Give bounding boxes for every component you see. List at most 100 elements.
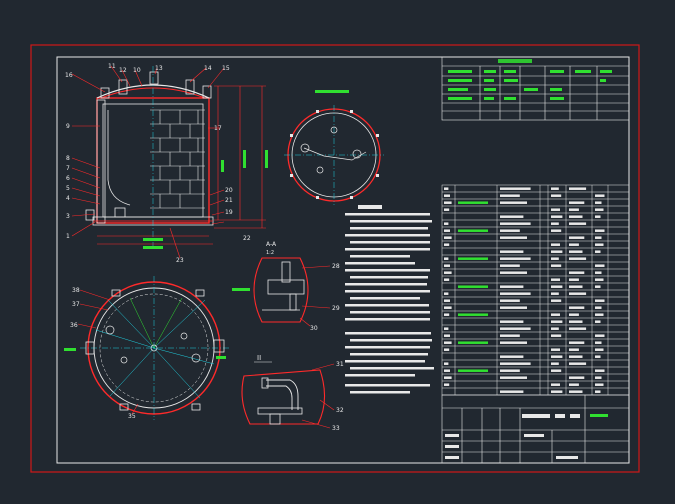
balloon-20: 20 — [225, 187, 233, 194]
parts-cell-text — [444, 264, 450, 267]
parts-cell-text — [595, 390, 601, 393]
parts-cell-text — [500, 355, 524, 358]
balloon-28: 28 — [332, 263, 340, 270]
balloon-9: 9 — [66, 123, 70, 130]
balloon-15: 15 — [222, 65, 230, 72]
balloon-29: 29 — [332, 305, 340, 312]
balloon-7: 7 — [66, 165, 70, 172]
parts-cell-text — [500, 215, 524, 218]
parts-cell-text — [500, 264, 520, 267]
parts-cell-text — [551, 390, 563, 393]
section-label-a: A-A — [266, 241, 277, 248]
parts-cell-text — [444, 236, 452, 239]
parts-cell-text — [500, 369, 520, 372]
parts-cell-text — [551, 229, 562, 232]
parts-cell-text — [595, 355, 601, 358]
parts-cell-text — [458, 257, 488, 260]
parts-cell-text — [595, 194, 605, 197]
parts-cell-text — [500, 250, 524, 253]
parts-cell-text — [458, 369, 488, 372]
balloon-4: 4 — [66, 195, 70, 202]
parts-cell-text — [551, 194, 562, 197]
parts-cell-text — [444, 376, 452, 379]
parts-cell-text — [500, 257, 531, 260]
balloon-17: 17 — [214, 125, 222, 132]
parts-cell-text — [500, 194, 520, 197]
parts-cell-text — [551, 285, 563, 288]
parts-cell-text — [444, 348, 450, 351]
parts-cell-text — [595, 201, 602, 204]
parts-cell-text — [569, 243, 579, 246]
front-view-leaders — [71, 65, 225, 259]
parts-cell-text — [444, 292, 449, 295]
parts-cell-text — [444, 299, 450, 302]
detail-a: A-A 1:2 28 29 30 — [232, 241, 340, 332]
parts-cell-text — [569, 306, 585, 309]
parts-cell-text — [595, 299, 605, 302]
parts-cell-text — [595, 306, 602, 309]
balloon-16: 16 — [65, 72, 73, 79]
parts-cell-text — [444, 327, 449, 330]
parts-cell-text — [551, 257, 559, 260]
parts-cell-text — [551, 334, 562, 337]
parts-cell-text — [551, 222, 559, 225]
parts-cell-text — [569, 201, 585, 204]
balloon-36: 36 — [70, 322, 78, 329]
parts-cell-text — [444, 257, 449, 260]
parts-cell-text — [500, 341, 527, 344]
title-block — [441, 394, 630, 464]
parts-cell-text — [595, 320, 601, 323]
parts-cell-text — [458, 341, 488, 344]
balloon-30: 30 — [310, 325, 318, 332]
parts-cell-text — [500, 285, 524, 288]
balloon-32: 32 — [336, 407, 344, 414]
revision-table — [441, 56, 630, 121]
parts-cell-text — [595, 278, 604, 281]
parts-cell-text — [551, 313, 560, 316]
parts-cell-text — [500, 362, 531, 365]
scale-label: 1:2 — [266, 250, 274, 256]
balloon-5: 5 — [66, 185, 70, 192]
parts-cell-text — [595, 285, 601, 288]
balloon-37: 37 — [72, 301, 80, 308]
parts-cell-text — [569, 236, 585, 239]
outer-border — [30, 44, 640, 473]
parts-cell-text — [500, 320, 524, 323]
parts-cell-text — [551, 348, 560, 351]
parts-cell-text — [569, 292, 587, 295]
balloon-14: 14 — [204, 65, 212, 72]
balloon-12: 12 — [119, 67, 127, 74]
parts-cell-text — [595, 313, 604, 316]
parts-cell-text — [569, 271, 585, 274]
parts-cell-text — [569, 208, 579, 211]
parts-cell-text — [569, 376, 585, 379]
parts-cell-text — [595, 271, 602, 274]
parts-cell-text — [458, 229, 488, 232]
parts-cell-text — [444, 208, 450, 211]
parts-cell-text — [444, 201, 452, 204]
parts-cell-text — [569, 390, 583, 393]
revision-table-text — [448, 59, 612, 100]
parts-cell-text — [444, 306, 452, 309]
parts-cell-text — [551, 215, 563, 218]
inner-border — [56, 56, 630, 464]
balloon-22: 22 — [243, 235, 251, 242]
parts-cell-text — [500, 236, 527, 239]
balloon-19: 19 — [225, 209, 233, 216]
detail-ii: II 31 32 33 — [241, 354, 344, 432]
parts-cell-text — [458, 313, 488, 316]
parts-cell-text — [500, 222, 531, 225]
parts-cell-text — [551, 362, 559, 365]
tank-front-view — [85, 66, 268, 250]
parts-cell-text — [500, 292, 531, 295]
parts-cell-text — [500, 271, 527, 274]
parts-cell-text — [551, 292, 559, 295]
parts-cell-text — [569, 320, 583, 323]
parts-cell-text — [551, 278, 560, 281]
parts-cell-text — [551, 320, 563, 323]
parts-list — [441, 184, 630, 396]
parts-cell-text — [595, 229, 605, 232]
parts-cell-text — [444, 271, 452, 274]
parts-cell-text — [444, 278, 450, 281]
parts-cell-text — [569, 383, 579, 386]
